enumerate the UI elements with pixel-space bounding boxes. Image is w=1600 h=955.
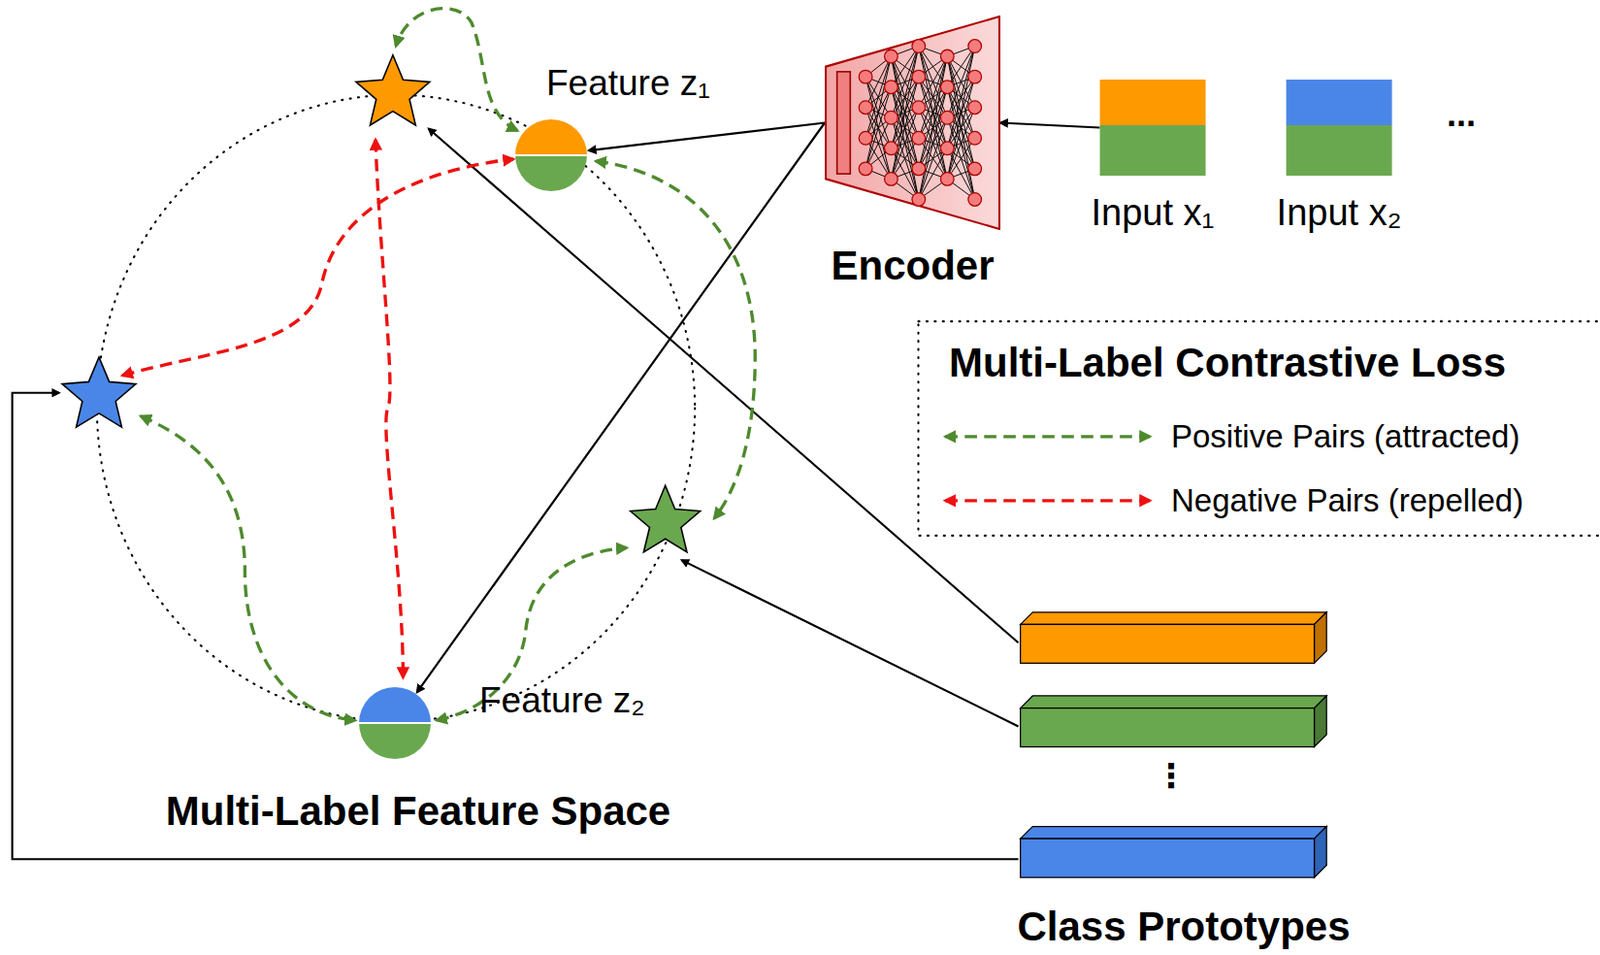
flow-arrow <box>1000 123 1101 129</box>
node-label: Input x₂ <box>1276 193 1403 234</box>
space-title: Multi-Label Feature Space <box>165 788 671 834</box>
feature-circle <box>359 686 431 759</box>
feature-point: Feature z₂ <box>359 686 646 759</box>
positive-pair <box>595 161 755 519</box>
prototype-star <box>630 485 701 552</box>
legend-sample <box>945 498 1150 502</box>
input-block <box>1100 79 1207 176</box>
feature-point: Feature z₁ <box>515 64 711 192</box>
positive-pair <box>395 8 518 131</box>
vertical-ellipsis: ⋮ <box>1154 757 1188 794</box>
class-prototype-bar <box>1020 612 1327 664</box>
legend-title: Multi-Label Contrastive Loss <box>948 340 1506 386</box>
prototype-star <box>356 55 430 126</box>
positive-pair <box>140 416 356 720</box>
input-sample: Input x₁ <box>1091 79 1215 234</box>
node-label: Feature z₂ <box>479 681 646 721</box>
ellipsis: ... <box>1446 95 1476 134</box>
legend-text: Positive Pairs (attracted) <box>1171 419 1520 455</box>
legend-sample <box>945 434 1150 438</box>
legend-text: Negative Pairs (repelled) <box>1171 483 1524 519</box>
class-prototype-bar <box>1020 695 1327 748</box>
encoder-block: Encoder <box>824 15 1001 289</box>
negative-pair <box>122 159 514 376</box>
feature-circle <box>515 119 588 192</box>
prototype-arrow <box>682 559 1019 726</box>
prototype-arrow <box>12 392 1019 859</box>
input-sample: Input x₂ <box>1276 79 1403 234</box>
node-label: Input x₁ <box>1091 193 1215 234</box>
class-prototype-bar <box>1020 826 1327 879</box>
node-label: Encoder <box>830 243 994 289</box>
input-block <box>1285 79 1392 176</box>
node-label: Feature z₁ <box>546 64 711 104</box>
flow-arrow <box>417 123 825 693</box>
encoder-trapezoid <box>824 15 1001 230</box>
prototypes-title: Class Prototypes <box>1016 904 1350 949</box>
prototype-star <box>62 357 136 427</box>
feature-space-circle <box>97 95 695 721</box>
legend-frame <box>917 321 1600 536</box>
flow-arrow <box>588 123 825 152</box>
negative-pair <box>375 139 403 678</box>
